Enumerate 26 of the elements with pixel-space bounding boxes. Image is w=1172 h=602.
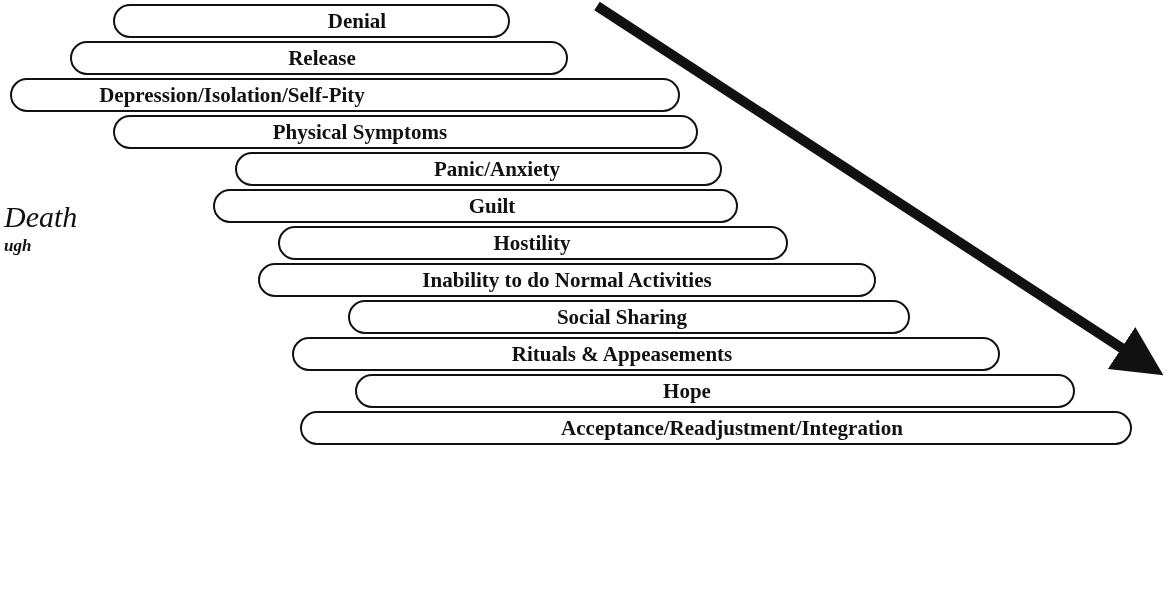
stage-pill	[10, 78, 680, 112]
stage-label: Denial	[327, 8, 387, 34]
stage-pill	[300, 411, 1132, 445]
stage-label: Panic/Anxiety	[434, 156, 560, 182]
side-text: ugh	[4, 236, 32, 256]
stage-label: Physical Symptoms	[272, 119, 448, 145]
stage-label: Depression/Isolation/Self-Pity	[99, 82, 365, 108]
stage-pill	[348, 300, 910, 334]
stage-label: Acceptance/Readjustment/Integration	[561, 415, 903, 441]
stage-pill	[258, 263, 876, 297]
stage-pill	[213, 189, 738, 223]
stage-label: Hope	[663, 378, 711, 404]
stage-pill	[235, 152, 722, 186]
stage-pill	[355, 374, 1075, 408]
stage-label: Release	[288, 45, 356, 71]
side-text: Death	[4, 200, 78, 234]
stage-pill	[70, 41, 568, 75]
stage-label: Social Sharing	[556, 304, 688, 330]
stage-pill	[113, 115, 698, 149]
stage-pill	[278, 226, 788, 260]
stage-label: Rituals & Appeasements	[511, 341, 733, 367]
stage-label: Guilt	[468, 193, 516, 219]
stage-label: Inability to do Normal Activities	[422, 267, 712, 293]
stage-pill	[113, 4, 510, 38]
stage-pill	[292, 337, 1000, 371]
stage-label: Hostility	[493, 230, 571, 256]
